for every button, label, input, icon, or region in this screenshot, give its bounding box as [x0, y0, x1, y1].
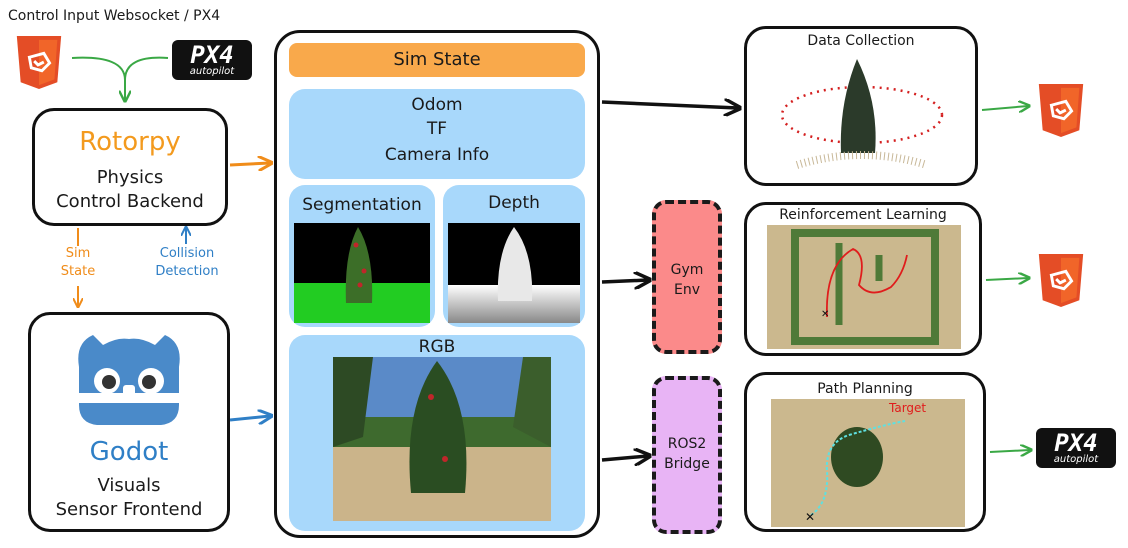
- sim-state-bar: Sim State: [289, 43, 585, 77]
- html5-logo-icon: [1038, 84, 1084, 138]
- segmentation-label: Segmentation: [302, 195, 422, 215]
- odom-label: Odom: [411, 95, 463, 115]
- collision-label-2: Detection: [155, 264, 219, 279]
- px4-autopilot-logo: PX4 autopilot: [1036, 428, 1116, 468]
- depth-image: [448, 223, 580, 323]
- pp-out-arrow: [989, 450, 1030, 452]
- svg-text:✕: ✕: [821, 309, 829, 320]
- gym-env-box: Gym Env: [652, 200, 722, 354]
- to-data-collection-arrow: [601, 102, 738, 108]
- sim-state-label-1: Sim: [65, 246, 91, 261]
- ros2-bridge-box: ROS2 Bridge: [652, 376, 722, 534]
- rotorpy-title: Rotorpy: [79, 127, 181, 157]
- reinforcement-learning-box: Reinforcement Learning ✕: [744, 202, 982, 356]
- sim-state-title: Sim State: [393, 49, 481, 70]
- rgb-image: [333, 357, 551, 521]
- odom-panel: Odom TF Camera Info: [289, 89, 585, 179]
- html5-logo-icon: [1038, 254, 1084, 308]
- rgb-label: RGB: [418, 337, 456, 357]
- input-merge-arrow: [71, 56, 169, 81]
- segmentation-image: [294, 223, 430, 323]
- dc-out-arrow: [981, 106, 1028, 110]
- data-collection-box: Data Collection: [744, 26, 978, 186]
- to-gym-arrow: [601, 280, 648, 282]
- depth-label: Depth: [488, 193, 540, 213]
- rl-image: ✕: [767, 225, 961, 349]
- godot-box: Godot Visuals Sensor Frontend: [28, 312, 230, 532]
- gym-line2: Env: [673, 282, 700, 298]
- diagram-title: Control Input Websocket / PX4: [8, 8, 221, 24]
- godot-robot-icon: [75, 335, 183, 425]
- svg-text:✕: ✕: [805, 510, 815, 524]
- rotorpy-box: Rotorpy Physics Control Backend: [32, 108, 228, 226]
- data-collection-image: [780, 59, 944, 169]
- path-planning-box: Path Planning ✕ Target: [744, 372, 986, 532]
- pp-title: Path Planning: [817, 381, 913, 397]
- html5-logo-icon: [16, 36, 62, 90]
- rgb-panel: RGB: [289, 335, 585, 531]
- data-collection-title: Data Collection: [807, 33, 915, 49]
- rl-title: Reinforcement Learning: [779, 207, 947, 223]
- px4-autopilot-logo: PX4 autopilot: [172, 40, 252, 80]
- depth-panel: Depth: [443, 185, 585, 327]
- rotorpy-line1: Physics: [96, 167, 164, 188]
- rl-out-arrow: [985, 278, 1028, 280]
- godot-line1: Visuals: [97, 475, 161, 496]
- camera-info-label: Camera Info: [384, 145, 490, 165]
- tf-label: TF: [426, 119, 448, 139]
- simulation-hub-box: Sim State Odom TF Camera Info Segmentati…: [274, 30, 600, 538]
- gym-line1: Gym: [670, 262, 704, 278]
- godot-title: Godot: [89, 437, 169, 467]
- rotorpy-to-sim-arrow: [229, 163, 270, 165]
- godot-to-render-arrow: [229, 416, 270, 420]
- sim-state-label-2: State: [60, 264, 96, 279]
- pp-target-label: Target: [889, 401, 927, 415]
- to-ros2-arrow: [601, 456, 648, 460]
- segmentation-panel: Segmentation: [289, 185, 435, 327]
- rotorpy-line2: Control Backend: [56, 191, 204, 212]
- ros2-line2: Bridge: [664, 456, 710, 472]
- godot-line2: Sensor Frontend: [55, 499, 203, 520]
- collision-label-1: Collision: [159, 246, 215, 261]
- ros2-line1: ROS2: [667, 436, 707, 452]
- pp-image: ✕: [771, 399, 965, 527]
